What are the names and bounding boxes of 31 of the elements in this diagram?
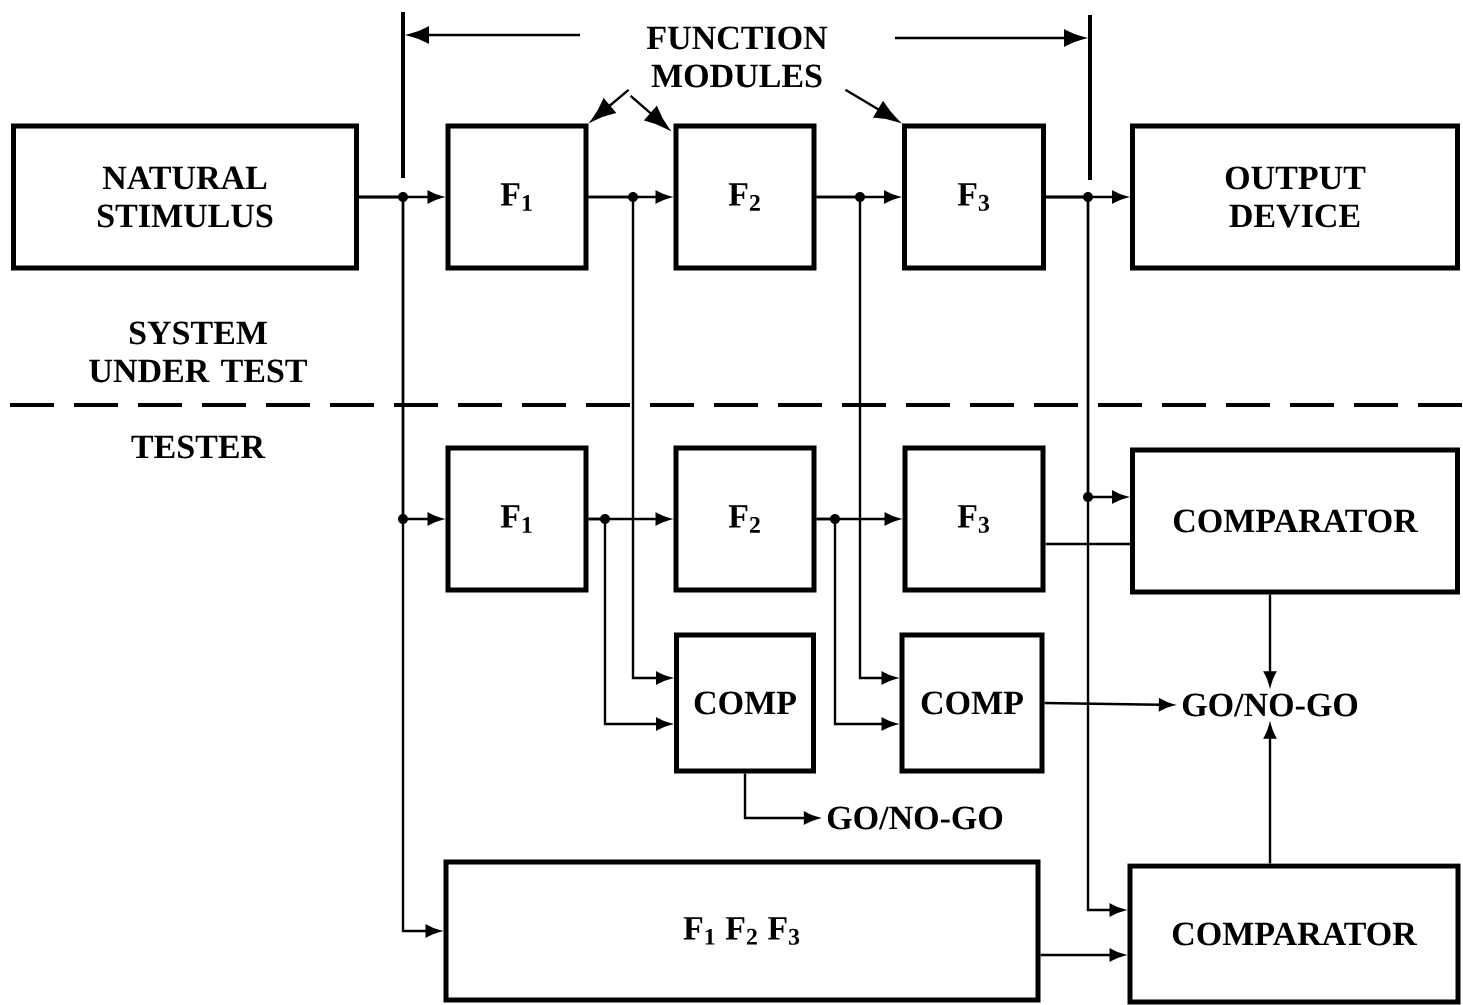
leader-arrow (844, 88, 899, 123)
connector (1263, 724, 1277, 864)
connector (816, 517, 896, 731)
connector (1263, 594, 1277, 686)
function-box: F$_{2}$ (673, 445, 817, 593)
comparator-box: COMPARATOR (1127, 863, 1461, 1005)
connector (1046, 195, 1124, 917)
comparator-box: COMPARATOR (1130, 447, 1460, 595)
connector (743, 773, 819, 825)
connector (588, 517, 671, 731)
function-box: F$_{1}$ F$_{2}$ F$_{3}$ (443, 859, 1041, 1003)
connector (1045, 542, 1130, 546)
function-box: F$_{2}$ (673, 123, 817, 271)
connector (816, 195, 896, 685)
function-box: F$_{1}$ (445, 445, 589, 593)
output-text: GO/NO-GO (1182, 693, 1358, 717)
process-box: OUTPUT DEVICE (1130, 123, 1460, 271)
function-box: F$_{3}$ (902, 123, 1046, 271)
function-box: F$_{1}$ (445, 123, 589, 271)
connector (1044, 698, 1174, 711)
process-box: NATURAL STIMULUS (11, 123, 359, 271)
connector (588, 195, 671, 685)
connector (1040, 948, 1124, 962)
output-text: GO/NO-GO (827, 806, 1003, 830)
section-label: TESTER (131, 435, 266, 459)
callout-text: FUNCTION MODULES (646, 26, 828, 88)
section-label: SYSTEM UNDER TEST (89, 321, 308, 383)
comparator-box: COMP (674, 632, 816, 774)
function-box: F$_{3}$ (902, 445, 1046, 593)
connector (359, 195, 440, 938)
comparator-box: COMP (899, 632, 1045, 774)
